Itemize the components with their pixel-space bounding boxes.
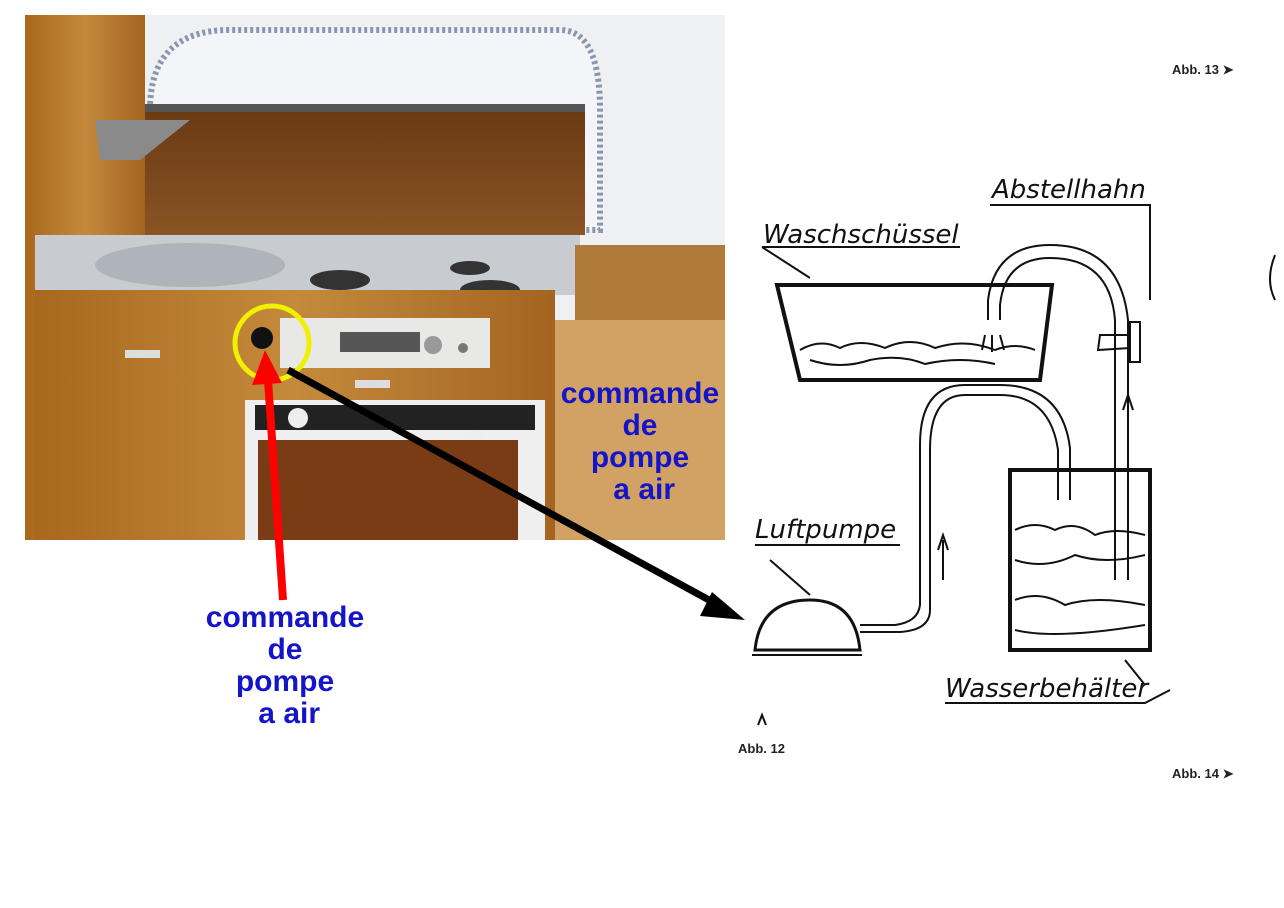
label-line: a air bbox=[604, 473, 676, 506]
label-line: pompe bbox=[590, 441, 690, 474]
label-line: a air bbox=[249, 697, 321, 730]
label-line: pompe bbox=[235, 665, 335, 698]
black-arrow bbox=[286, 366, 745, 620]
label-line: de bbox=[622, 409, 658, 442]
figure-ref-abb14: Abb. 14 ➤ bbox=[1172, 766, 1234, 781]
label-line: commande bbox=[205, 601, 365, 634]
label-abstellhahn: Abstellhahn bbox=[990, 175, 1146, 205]
label-line: de bbox=[267, 633, 303, 666]
water-diagram bbox=[752, 204, 1276, 726]
figure-ref-abb12: Abb. 12 bbox=[738, 741, 785, 756]
label-line: commande bbox=[560, 377, 720, 410]
red-arrow bbox=[252, 350, 287, 601]
kitchen-photo bbox=[25, 15, 725, 540]
label-wasserbehaelter: Wasserbehälter bbox=[945, 674, 1150, 704]
label-luftpumpe: Luftpumpe bbox=[755, 515, 896, 545]
figure-ref-abb13: Abb. 13 ➤ bbox=[1172, 62, 1234, 77]
label-waschschuessel: Waschschüssel bbox=[763, 220, 959, 250]
